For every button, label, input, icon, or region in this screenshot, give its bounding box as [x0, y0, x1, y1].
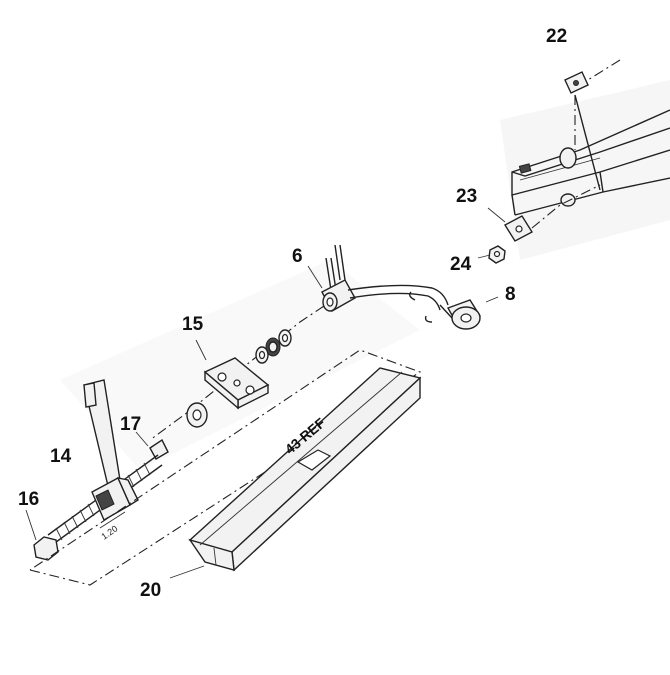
callout-16: 16 [18, 489, 39, 510]
part-8-crank-handle [347, 284, 499, 330]
part-17-pin [135, 431, 169, 460]
callout-23: 23 [456, 186, 477, 207]
callout-22: 22 [546, 26, 567, 47]
part-22-clip [564, 71, 589, 94]
frame-corner [511, 94, 670, 216]
part-6-bracket [307, 244, 356, 312]
callout-15: 15 [182, 314, 204, 335]
callout-14: 14 [50, 446, 72, 467]
washer-stack [255, 329, 292, 364]
washer-single [186, 402, 208, 428]
callout-6: 6 [292, 246, 303, 267]
callout-8: 8 [505, 284, 516, 305]
callout-17: 17 [120, 414, 141, 435]
callout-labels: 22 23 24 6 8 15 17 14 16 20 [18, 26, 567, 601]
callout-20: 20 [140, 580, 161, 601]
lead-screw-assembly [25, 379, 163, 561]
alignment-line-22 [574, 59, 621, 150]
part-15-plate [195, 339, 270, 410]
part-23-plate [487, 184, 601, 242]
callout-24: 24 [450, 254, 472, 275]
part-24-nut [477, 245, 506, 264]
part-20-tube [29, 349, 422, 586]
